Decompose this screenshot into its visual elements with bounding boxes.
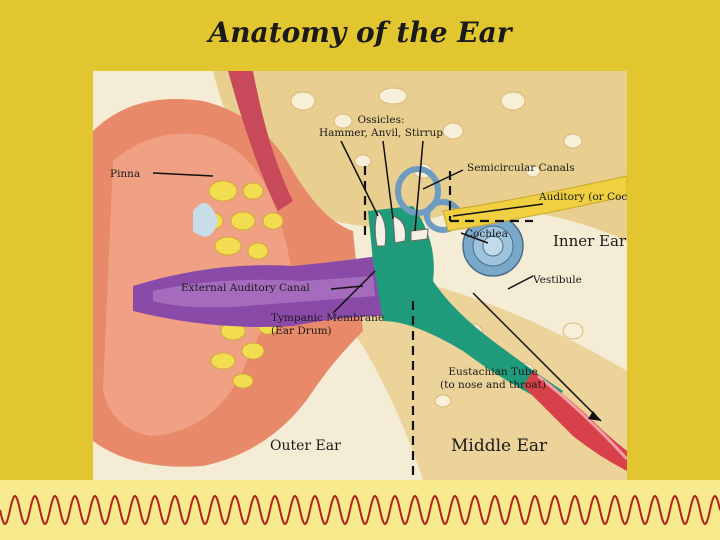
- semicircular-canals-label: Semicircular Canals: [467, 162, 575, 174]
- tympanic-membrane-label: Tympanic Membrane (Ear Drum): [271, 312, 384, 338]
- eustachian-tube-label: Eustachian Tube (to nose and throat): [423, 366, 563, 392]
- ossicles: [374, 210, 429, 247]
- eustachian-tube-label-line1: Eustachian Tube: [448, 366, 538, 378]
- cartilage-highlight: [193, 203, 218, 237]
- cochlea-shape: [462, 215, 524, 277]
- eustachian-tube-label-line2: (to nose and throat): [440, 379, 546, 391]
- middle-ear-label: Middle Ear: [451, 436, 548, 456]
- decorative-wave: [0, 494, 720, 526]
- auditory-nerve-shape: [442, 175, 627, 232]
- ear-anatomy-drawing: [93, 71, 627, 480]
- cochlea-label: Cochlea: [465, 228, 508, 240]
- tympanic-membrane-label-line1: Tympanic Membrane: [271, 312, 385, 324]
- vestibule-label: Vestibule: [533, 274, 582, 286]
- auditory-nerve-label: Auditory (or Cochlear) Nerve: [539, 191, 627, 203]
- outer-ear-label: Outer Ear: [270, 438, 341, 454]
- external-auditory-canal-label: External Auditory Canal: [181, 282, 310, 294]
- slide-title: Anatomy of the Ear: [208, 16, 512, 49]
- muscle: [228, 71, 293, 211]
- region-dividers: [363, 166, 533, 480]
- ear-anatomy-illustration: Ossicles: Hammer, Anvil, Stirrup Pinna S…: [93, 71, 627, 480]
- middle-ear-cavity: [368, 206, 563, 406]
- tympanic-membrane-label-line2: (Ear Drum): [271, 325, 332, 337]
- leader-lines: [152, 140, 602, 422]
- ossicles-label-line1: Ossicles:: [357, 114, 405, 126]
- inner-ear-label: Inner Ear: [553, 232, 627, 250]
- pinna-label: Pinna: [110, 168, 141, 180]
- eustachian-tube-shape: [523, 371, 627, 471]
- ossicles-label-line2: Hammer, Anvil, Stirrup: [318, 127, 444, 139]
- ossicles-label: Ossicles: Hammer, Anvil, Stirrup: [311, 114, 451, 140]
